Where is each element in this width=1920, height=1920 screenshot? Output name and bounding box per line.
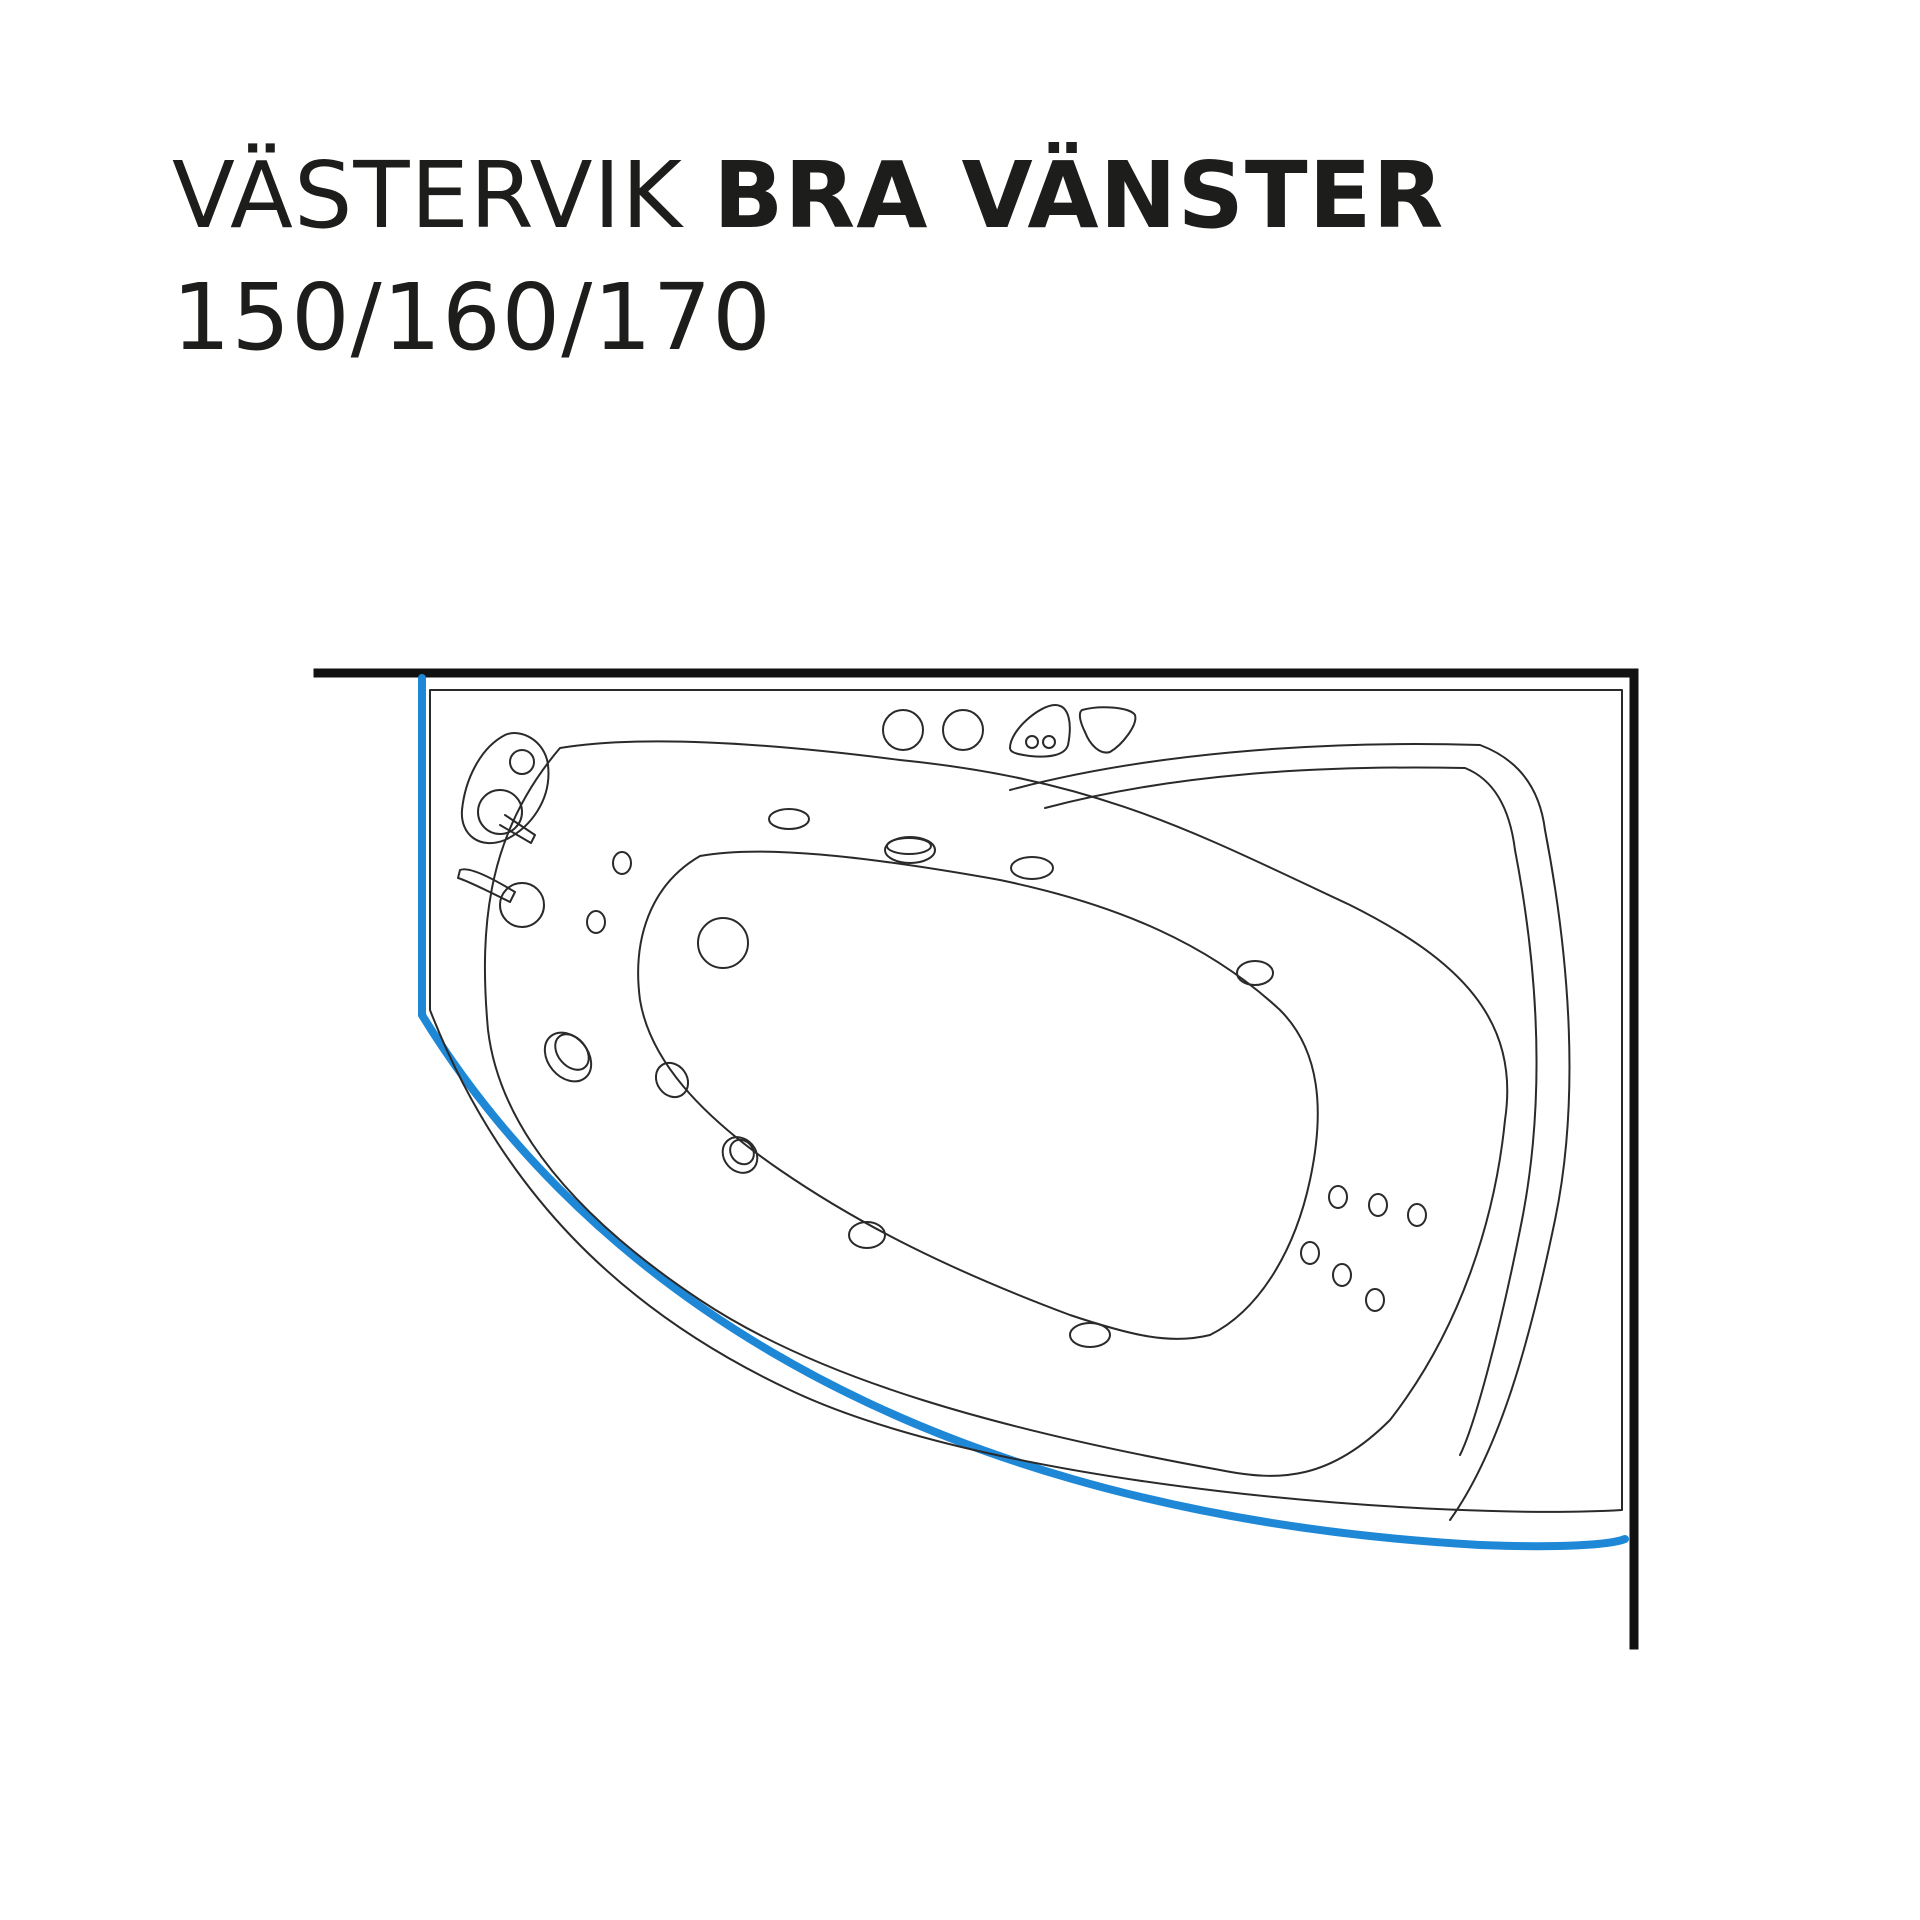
control-button-1-icon bbox=[882, 709, 924, 751]
pillow-icon bbox=[1078, 706, 1137, 754]
size-options: 150/160/170 bbox=[172, 264, 772, 371]
wall-lines bbox=[313, 668, 1639, 1650]
foot-jet-icon bbox=[1332, 1263, 1352, 1287]
page-title: VÄSTERVIK BRA VÄNSTER bbox=[172, 150, 1444, 242]
foot-jet-icon bbox=[1368, 1193, 1388, 1217]
side-jet-icon bbox=[554, 1033, 590, 1071]
side-jet-icon bbox=[848, 1221, 886, 1249]
tub-deck-contour bbox=[483, 740, 1509, 1477]
foot-jet-icon bbox=[1365, 1288, 1385, 1312]
deck-jet-icon bbox=[1010, 856, 1054, 880]
deck-jet-icon bbox=[586, 910, 606, 934]
foot-jet-icon bbox=[1328, 1185, 1348, 1209]
side-jet-icon bbox=[1069, 1322, 1111, 1348]
drain-icon bbox=[697, 917, 749, 969]
tub-right-rim-inner bbox=[1044, 766, 1538, 1456]
spout-lever-icon bbox=[499, 814, 536, 844]
control-button-2-icon bbox=[942, 709, 984, 751]
deck-jet-icon bbox=[612, 851, 632, 875]
control-panel-icon bbox=[1009, 704, 1071, 758]
faucet-plate-icon bbox=[460, 732, 550, 845]
foot-jet-icon bbox=[1407, 1203, 1427, 1227]
model-name: VÄSTERVIK bbox=[172, 142, 684, 249]
side-jet-icon bbox=[654, 1061, 690, 1099]
faucet-knob-large-icon bbox=[477, 789, 523, 835]
tub-outer-rim bbox=[429, 689, 1623, 1513]
side-jet-icon bbox=[721, 1136, 759, 1174]
tub-basin bbox=[637, 850, 1319, 1340]
deck-jet-icon bbox=[884, 836, 936, 864]
control-panel-dot-a-icon bbox=[1025, 735, 1039, 749]
mixer-lever-icon bbox=[457, 868, 516, 903]
deck-jet-icon bbox=[1236, 960, 1274, 986]
control-panel-dot-b-icon bbox=[1042, 735, 1056, 749]
variant-name: BRA VÄNSTER bbox=[713, 142, 1445, 249]
tub-right-rim-outer bbox=[1009, 743, 1571, 1521]
side-jet-icon bbox=[729, 1138, 755, 1166]
deck-jet-icon bbox=[886, 837, 932, 855]
foot-jet-icon bbox=[1300, 1241, 1320, 1265]
deck-jet-icon bbox=[768, 808, 810, 830]
open-edge-line bbox=[418, 674, 1629, 1551]
faucet-knob-small-icon bbox=[509, 749, 535, 775]
title-block: VÄSTERVIK BRA VÄNSTER 150/160/170 bbox=[172, 150, 1444, 364]
mixer-knob-icon bbox=[499, 882, 545, 928]
